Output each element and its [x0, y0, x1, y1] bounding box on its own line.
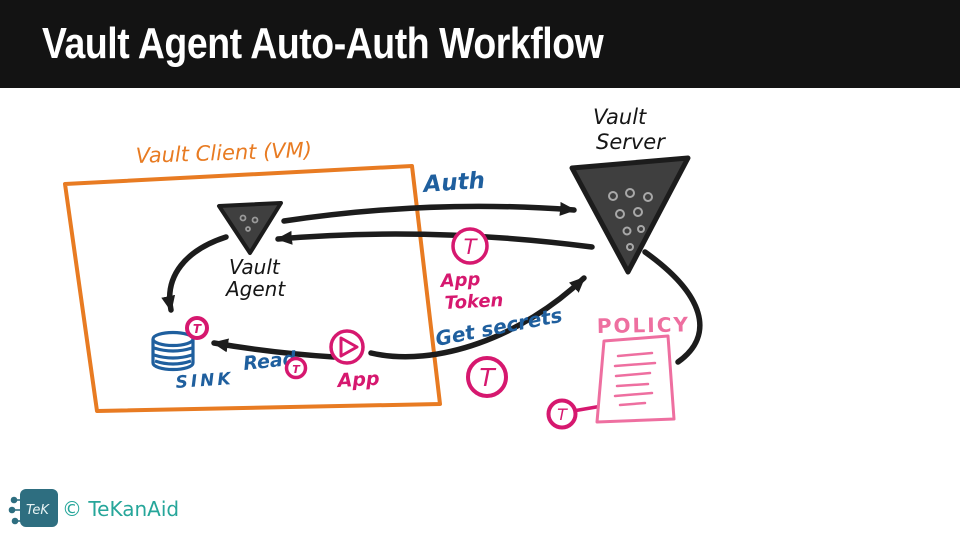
- app-token-label: App Token: [438, 269, 504, 314]
- policy-doc-icon: [595, 334, 676, 424]
- vault-server-icon-dots: [608, 188, 653, 251]
- arrows: [161, 201, 703, 365]
- app-token-arrow: [275, 230, 595, 250]
- tekanaid-logo-icon: TeK: [8, 489, 58, 527]
- svg-text:TeK: TeK: [26, 503, 50, 518]
- token-badges: T T T T T: [185, 227, 603, 430]
- client-box-label: Vault Client (VM): [135, 138, 312, 168]
- policy-doc-lines: [613, 351, 657, 407]
- sink-token-icon: T: [185, 316, 209, 340]
- sink: SINK: [151, 330, 234, 393]
- app-label: App: [335, 368, 380, 392]
- svg-text:T: T: [557, 405, 568, 424]
- auth-token-icon: T: [451, 227, 489, 265]
- svg-text:T: T: [479, 363, 496, 392]
- policy-token-icon: T: [546, 398, 603, 430]
- footer: TeK © TeKanAid: [8, 489, 179, 527]
- app-play-icon: [329, 329, 365, 365]
- copyright-text: © TeKanAid: [62, 497, 179, 521]
- vault-agent: Vault Agent: [217, 201, 286, 301]
- read-token-icon: T: [284, 356, 308, 380]
- vault-agent-label-2: Agent: [224, 277, 286, 301]
- client-box-outline: [63, 164, 442, 413]
- policy: POLICY: [595, 312, 690, 424]
- vault-server-icon: [569, 155, 691, 275]
- policy-label: POLICY: [597, 312, 690, 338]
- server-to-policy-connector: [642, 249, 703, 365]
- read-arrow: [211, 338, 337, 360]
- svg-text:T: T: [464, 235, 479, 259]
- sink-cylinder-icon: [151, 330, 195, 372]
- auth-arrow: [281, 201, 577, 224]
- header-bar: Vault Agent Auto-Auth Workflow: [0, 0, 960, 88]
- app-token-label-2: Token: [444, 290, 504, 314]
- vault-server-label-2: Server: [596, 130, 666, 154]
- sink-label: SINK: [175, 369, 234, 393]
- app-play-icon-triangle: [339, 336, 359, 358]
- page-title: Vault Agent Auto-Auth Workflow: [42, 19, 604, 68]
- auth-label: Auth: [421, 168, 486, 198]
- get-secrets-arrow: [368, 275, 587, 360]
- vault-server-label-1: Vault: [593, 105, 647, 129]
- vault-agent-label-1: Vault: [229, 255, 281, 279]
- svg-text:T: T: [292, 363, 301, 376]
- agent-to-sink-arrow: [161, 234, 229, 313]
- svg-text:T: T: [193, 322, 202, 336]
- vault-server: Vault Server: [569, 105, 691, 275]
- app-token-label-1: App: [438, 269, 481, 292]
- app: App: [329, 329, 380, 392]
- get-secrets-token-icon: T: [466, 356, 508, 398]
- vault-agent-icon-dots: [239, 214, 259, 232]
